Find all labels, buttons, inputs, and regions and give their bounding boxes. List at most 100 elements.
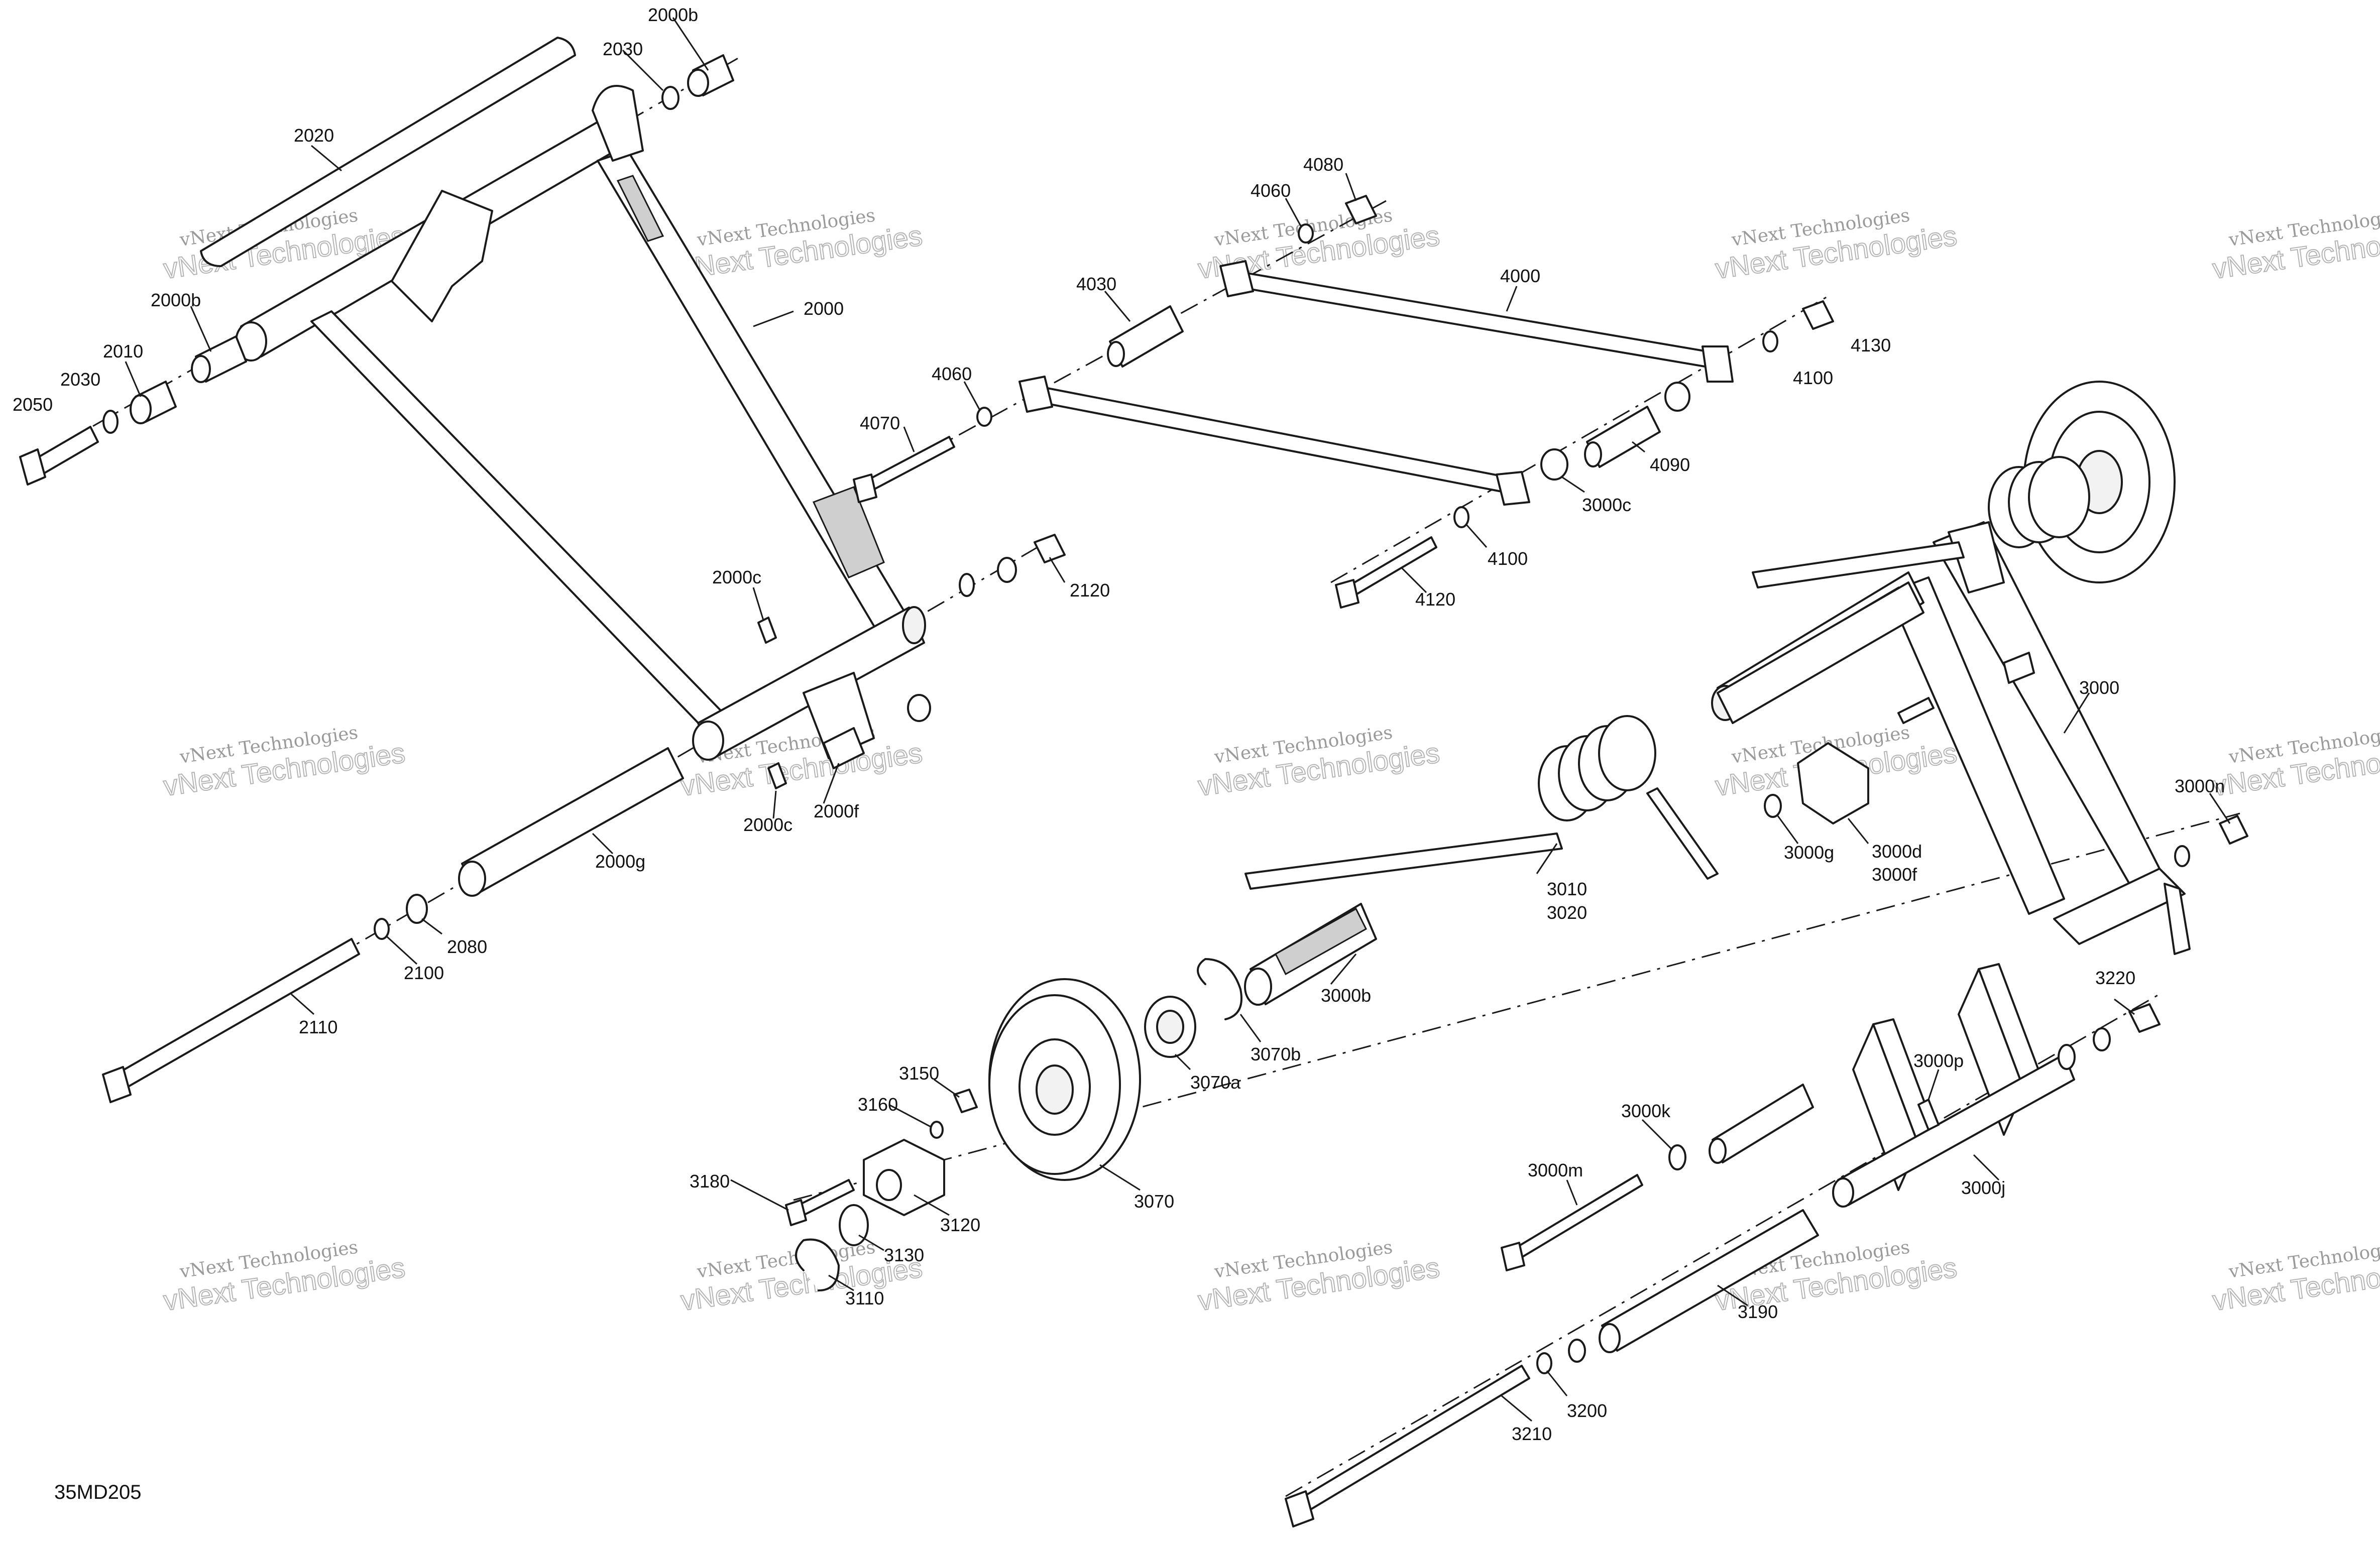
grease-fitting-2000c-top — [757, 617, 777, 644]
callout-label: 3180 — [690, 1171, 730, 1192]
callout-label: 4080 — [1303, 154, 1343, 175]
arm-top-bend — [592, 85, 644, 162]
callout-label: 3160 — [858, 1094, 898, 1115]
callout-label: 2120 — [1070, 580, 1110, 601]
callout-label: 4090 — [1650, 454, 1690, 475]
callout-label: 2100 — [404, 963, 444, 983]
figure-code: 35MD205 — [54, 1481, 141, 1503]
callout-label: 2000c — [743, 814, 792, 835]
nut-3000n — [2219, 815, 2248, 845]
washer-4060-top — [1298, 223, 1314, 244]
washer-4100-right — [1762, 330, 1778, 352]
callout-label: 3110 — [845, 1288, 884, 1309]
bolt-3000p — [1917, 1099, 1940, 1131]
axis-link-lower — [1330, 295, 1829, 583]
nut-3150 — [953, 1089, 978, 1113]
bushing-2000f — [823, 727, 865, 769]
washer-2100 — [374, 918, 390, 940]
link-rod-assembly — [853, 195, 1834, 609]
tube-3000b-upper — [1717, 581, 1924, 724]
rear-wheel-assembly — [785, 581, 1924, 1291]
bolt-3210 — [1295, 1365, 1530, 1515]
callout-label: 3020 — [1547, 902, 1587, 923]
callout-label: 2000c — [712, 567, 761, 587]
callout-label: 3070a — [1190, 1072, 1241, 1093]
callout-label: 2030 — [60, 369, 100, 390]
callout-label: 3190 — [1738, 1301, 1778, 1322]
callout-label: 4130 — [1851, 335, 1891, 355]
callout-label: 2010 — [103, 341, 143, 362]
callout-label: 3000 — [2079, 677, 2119, 698]
callout-label: 3200 — [1567, 1400, 1607, 1421]
leader-lines — [125, 17, 2231, 1422]
circlip-3070b — [1197, 958, 1242, 1020]
callout-label: 3000b — [1321, 985, 1371, 1006]
callout-label: 2000b — [151, 290, 201, 310]
callout-label: 2030 — [603, 39, 643, 59]
callout-label: 3000m — [1528, 1160, 1583, 1180]
nut-2120 — [1034, 534, 1066, 563]
circlip-3110 — [795, 1238, 840, 1291]
callout-label: 2000f — [814, 801, 859, 821]
callout-label: 4060 — [1251, 180, 1291, 201]
nut-4130 — [1802, 300, 1834, 330]
ring-3130 — [839, 1204, 869, 1246]
callout-label: 2110 — [299, 1017, 337, 1037]
callout-label: 3000c — [1582, 495, 1631, 515]
washer-2030-right — [661, 86, 679, 110]
axis-rear-wheel — [793, 812, 2240, 1201]
callout-label: 3000p — [1913, 1050, 1964, 1071]
callout-label: 2050 — [13, 394, 53, 415]
callout-label: 3000f — [1872, 864, 1917, 885]
callout-label: 3210 — [1512, 1423, 1552, 1444]
callout-label: 4100 — [1488, 548, 1528, 569]
washer-3200 — [1568, 1339, 1586, 1363]
callout-label: 2000g — [595, 851, 645, 872]
washer-2080 — [406, 894, 428, 924]
washer-3000k — [1668, 1144, 1686, 1170]
rear-arm-extension — [1752, 541, 1965, 588]
left-arm-leg — [310, 310, 724, 729]
cap-3120 — [863, 1139, 945, 1216]
washer-3160 — [930, 1121, 944, 1139]
callout-label: 3000n — [2175, 776, 2225, 796]
callout-label: 2000b — [648, 5, 698, 25]
callout-label: 3070 — [1134, 1191, 1174, 1212]
spring-leg-left — [1244, 833, 1563, 890]
front-arm-assembly — [19, 37, 1066, 1103]
link-rod-4000-lower — [1036, 386, 1508, 493]
grease-fitting-2000c-bottom — [767, 762, 787, 789]
tube-2000g — [461, 747, 684, 895]
callout-label: 3010 — [1547, 879, 1587, 899]
washer-4060-mid — [976, 407, 992, 427]
callout-label: 3120 — [940, 1215, 980, 1235]
spring-leg-right — [1646, 787, 1719, 880]
washer-2030-left — [102, 410, 119, 434]
washer-4100-mid — [1453, 506, 1469, 528]
upper-bracket — [391, 190, 493, 322]
callout-label: 3150 — [899, 1063, 939, 1084]
nut-4080 — [1345, 195, 1377, 224]
bushing-3000c — [1540, 448, 1568, 481]
nut-3220 — [2128, 1003, 2161, 1033]
callout-label: 4070 — [860, 413, 900, 433]
link-rod-4000-upper — [1232, 270, 1709, 368]
callout-label: 2000 — [804, 298, 844, 319]
callout-label: 3000d — [1872, 841, 1922, 862]
rear-bracket-assembly — [1285, 963, 2161, 1527]
callout-label: 3130 — [884, 1245, 924, 1265]
rear-bottom-foot — [2053, 868, 2186, 945]
bolt-4070 — [863, 436, 955, 493]
callout-label: 3070b — [1251, 1044, 1301, 1064]
callout-label: 2020 — [294, 125, 334, 146]
callout-label: 3000k — [1621, 1101, 1671, 1121]
